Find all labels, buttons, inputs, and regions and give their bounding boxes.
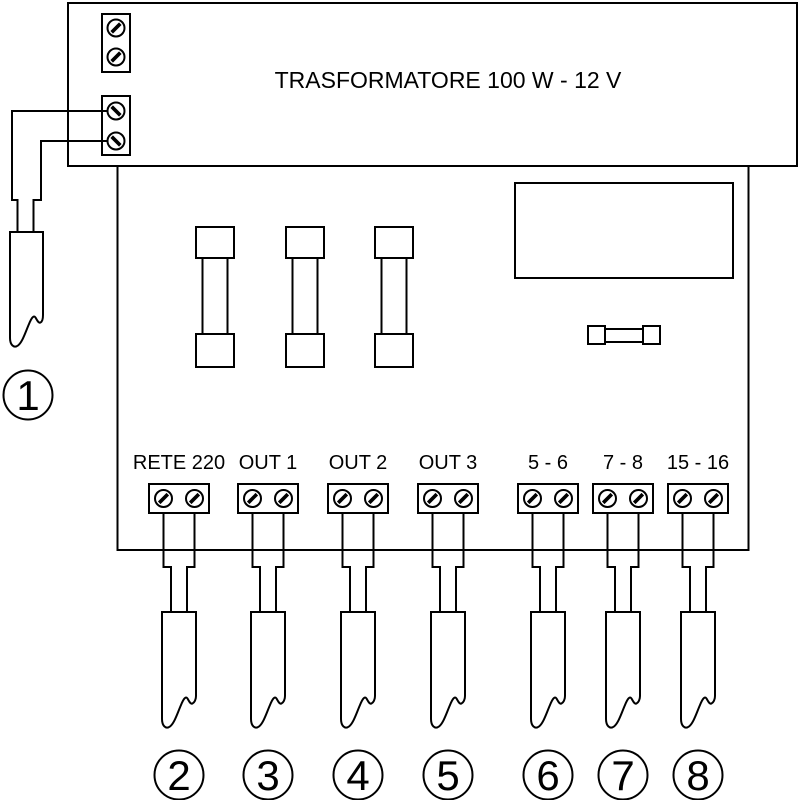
terminal-label: 5 - 6	[528, 452, 568, 474]
screw-icon	[105, 17, 127, 39]
fuse-icon	[195, 226, 235, 368]
terminal-group-15-16: 15 - 16 8	[667, 452, 729, 800]
board-fuse-icon	[587, 325, 661, 345]
fuse-icon	[285, 226, 325, 368]
terminal-group-7-8: 7 - 8 7	[592, 452, 654, 800]
fuse-cap	[642, 325, 661, 345]
terminal-label: OUT 1	[239, 452, 298, 474]
screw-icon	[363, 488, 384, 509]
wire	[32, 140, 108, 233]
screw-icon	[672, 488, 693, 509]
callout-number: 6	[536, 752, 559, 799]
power-supply-cable	[9, 110, 108, 348]
transformer-secondary-terminal	[101, 13, 131, 73]
terminal-group-out2: OUT 2 4	[327, 452, 389, 800]
terminal-group-rete220: RETE 220 2	[133, 452, 225, 800]
screw-icon	[273, 488, 294, 509]
callout-number: 5	[436, 752, 459, 799]
transformer-primary-terminal	[101, 95, 131, 156]
cable-sleeve	[9, 231, 44, 348]
terminal-label: OUT 3	[419, 452, 478, 474]
callout-number: 4	[346, 752, 369, 799]
terminal-label: 7 - 8	[603, 452, 643, 474]
screw-icon	[153, 488, 174, 509]
terminal-label: 15 - 16	[667, 452, 729, 474]
screw-icon	[553, 488, 574, 509]
screw-icon	[422, 488, 443, 509]
terminal-label: RETE 220	[133, 452, 225, 474]
callout-number: 2	[167, 752, 190, 799]
screw-icon	[703, 488, 724, 509]
screw-icon	[453, 488, 474, 509]
screw-icon	[105, 100, 127, 122]
callout-number: 3	[256, 752, 279, 799]
screw-icon	[242, 488, 263, 509]
fuse-cap	[587, 325, 606, 345]
transformer-label: TRASFORMATORE 100 W - 12 V	[275, 67, 622, 93]
wire	[11, 110, 108, 233]
terminal-group-out3: OUT 3 5	[417, 452, 479, 800]
screw-icon	[628, 488, 649, 509]
callout-number: 1	[16, 372, 39, 419]
terminal-group-out1: OUT 1 3	[237, 452, 299, 800]
screw-icon	[332, 488, 353, 509]
screw-icon	[105, 130, 127, 152]
callout-number: 7	[611, 752, 634, 799]
display-module	[514, 182, 734, 279]
screw-icon	[184, 488, 205, 509]
terminal-label: OUT 2	[329, 452, 388, 474]
terminal-group-5-6: 5 - 6 6	[517, 452, 579, 800]
callout-1: 1	[2, 369, 54, 421]
fuse-body	[601, 328, 647, 343]
fuse-icon	[374, 226, 414, 368]
screw-icon	[105, 46, 127, 68]
screw-icon	[597, 488, 618, 509]
screw-icon	[522, 488, 543, 509]
callout-badge	[2, 369, 54, 421]
callout-number: 8	[686, 752, 709, 799]
transformer-box	[67, 2, 798, 167]
